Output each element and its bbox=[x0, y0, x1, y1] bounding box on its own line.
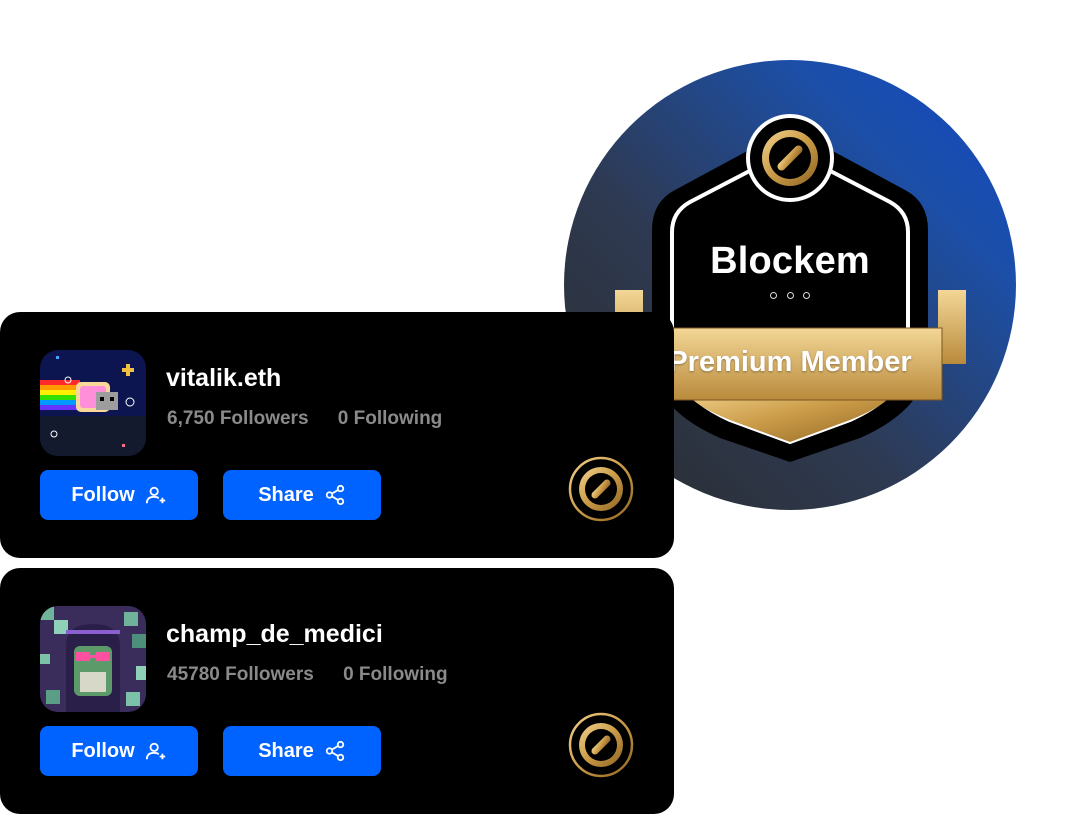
pixel-frog-avatar-icon bbox=[40, 606, 146, 712]
followers-count[interactable]: 45780 Followers bbox=[167, 664, 314, 685]
username: vitalik.eth bbox=[166, 364, 282, 392]
share-button-label: Share bbox=[258, 739, 314, 762]
badge-brand-title: Blockem bbox=[710, 240, 870, 282]
nyan-cat-avatar-icon bbox=[40, 350, 146, 456]
premium-member-badge: Blockem Premium Member bbox=[560, 60, 1020, 510]
profile-stats: 6,750 Followers 0 Following bbox=[167, 408, 466, 430]
badge-dots bbox=[770, 292, 810, 299]
share-icon bbox=[325, 740, 344, 762]
following-count[interactable]: 0 Following bbox=[343, 664, 448, 685]
share-button[interactable]: Share bbox=[223, 726, 381, 776]
share-button[interactable]: Share bbox=[223, 470, 381, 520]
share-button-label: Share bbox=[258, 483, 314, 506]
blockem-logo-icon bbox=[568, 456, 634, 522]
followers-count[interactable]: 6,750 Followers bbox=[167, 408, 309, 429]
following-count[interactable]: 0 Following bbox=[337, 408, 443, 429]
follow-button-label: Follow bbox=[71, 483, 135, 506]
avatar[interactable] bbox=[40, 606, 146, 712]
follow-button-label: Follow bbox=[71, 739, 135, 762]
share-icon bbox=[325, 484, 344, 506]
profile-card: vitalik.eth 6,750 Followers 0 Following … bbox=[0, 312, 674, 558]
blockem-logo-icon bbox=[568, 712, 634, 778]
username: champ_de_medici bbox=[166, 620, 383, 648]
add-user-icon bbox=[145, 742, 165, 760]
follow-button[interactable]: Follow bbox=[40, 470, 198, 520]
add-user-icon bbox=[145, 486, 165, 504]
profile-stats: 45780 Followers 0 Following bbox=[167, 664, 472, 686]
avatar[interactable] bbox=[40, 350, 146, 456]
follow-button[interactable]: Follow bbox=[40, 726, 198, 776]
profile-card: champ_de_medici 45780 Followers 0 Follow… bbox=[0, 568, 674, 814]
badge-ribbon-label: Premium Member bbox=[668, 346, 912, 378]
